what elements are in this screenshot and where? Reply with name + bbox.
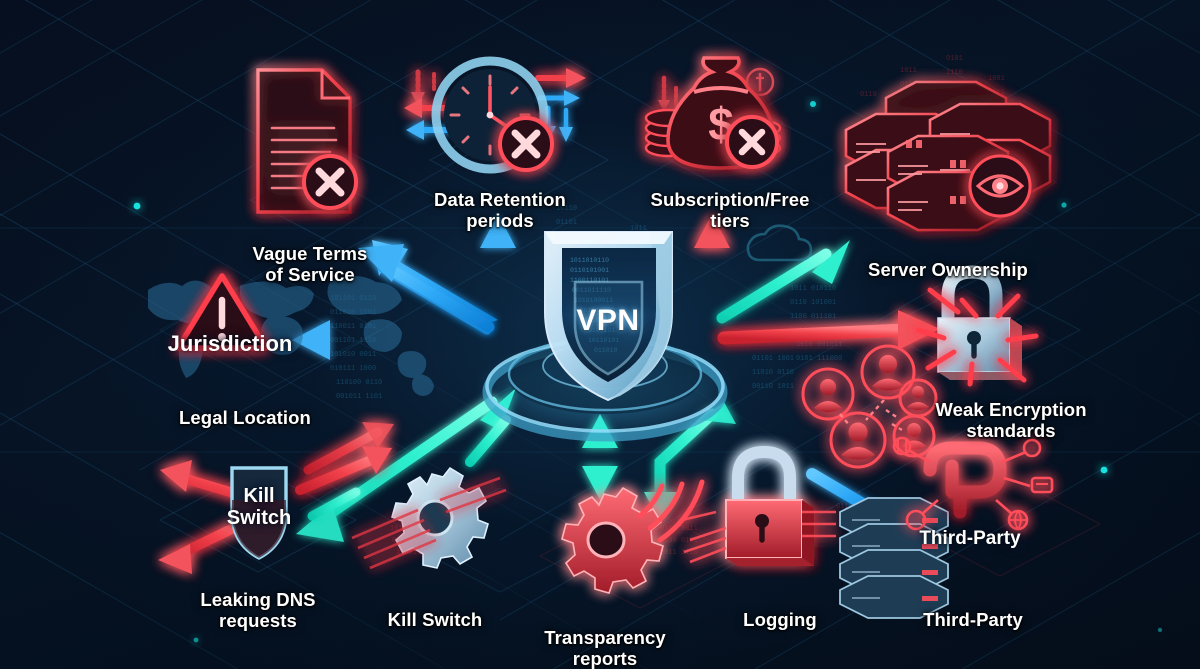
signal-waves-icon	[637, 479, 705, 543]
svg-text:101010 0011: 101010 0011	[330, 351, 376, 359]
svg-text:1011: 1011	[630, 225, 647, 233]
svg-text:0110 101001: 0110 101001	[790, 299, 836, 307]
svg-text:01101: 01101	[556, 219, 577, 227]
eye-icon	[968, 154, 1032, 218]
arrow-to-server-ownership	[716, 240, 850, 324]
svg-text:1001: 1001	[988, 75, 1005, 83]
svg-text:010111 1000: 010111 1000	[330, 365, 376, 373]
svg-text:0101: 0101	[946, 55, 963, 63]
padlock-icon	[681, 445, 836, 566]
cloud-icon	[746, 224, 813, 262]
svg-text:0110 1011: 0110 1011	[660, 525, 698, 533]
crack-burst-icon	[915, 287, 1039, 387]
server-rack-icon	[839, 497, 949, 619]
arrow-to-jurisdiction	[292, 320, 499, 360]
users-group-icon	[801, 344, 938, 469]
svg-text:001011 1101: 001011 1101	[336, 393, 382, 401]
red-x-circle-icon	[725, 115, 779, 169]
gear-icon	[351, 466, 507, 570]
red-x-circle-icon	[498, 116, 554, 172]
svg-text:0110: 0110	[860, 91, 877, 99]
shield-badge-icon	[230, 466, 288, 560]
svg-text:1011 010110: 1011 010110	[790, 285, 836, 293]
svg-text:01101 1001: 01101 1001	[752, 355, 794, 363]
warning-triangle-icon	[175, 273, 269, 351]
svg-text:0011 1110: 0011 1110	[660, 549, 698, 557]
arrows-kill-switch-red	[158, 422, 394, 574]
svg-text:1100 011101: 1100 011101	[790, 313, 836, 321]
svg-text:0101 111000: 0101 111000	[796, 355, 842, 363]
svg-text:110011 0101: 110011 0101	[330, 323, 376, 331]
arrow-to-subscription	[694, 214, 730, 324]
broken-padlock-icon	[937, 265, 1022, 380]
arrow-to-data-retention	[480, 214, 516, 324]
svg-text:1011: 1011	[900, 67, 917, 75]
svg-text:00110 1011: 00110 1011	[752, 383, 794, 391]
svg-text:1100110101: 1100110101	[570, 277, 609, 284]
svg-text:1010 001011: 1010 001011	[796, 341, 842, 349]
svg-text:1110: 1110	[946, 69, 963, 77]
svg-text:110100 0110: 110100 0110	[336, 379, 382, 387]
third-party-network-icon	[892, 436, 1054, 531]
svg-text:1011010110: 1011010110	[570, 257, 609, 264]
svg-text:0110101001: 0110101001	[570, 267, 609, 274]
arrow-to-kill-switch	[465, 415, 511, 467]
svg-text:11010 0110: 11010 0110	[752, 369, 794, 377]
svg-text:10110: 10110	[556, 205, 577, 213]
red-x-circle-icon	[302, 154, 358, 210]
gear-broadcast-icon	[561, 479, 705, 594]
svg-text:1100 0101: 1100 0101	[660, 537, 698, 545]
